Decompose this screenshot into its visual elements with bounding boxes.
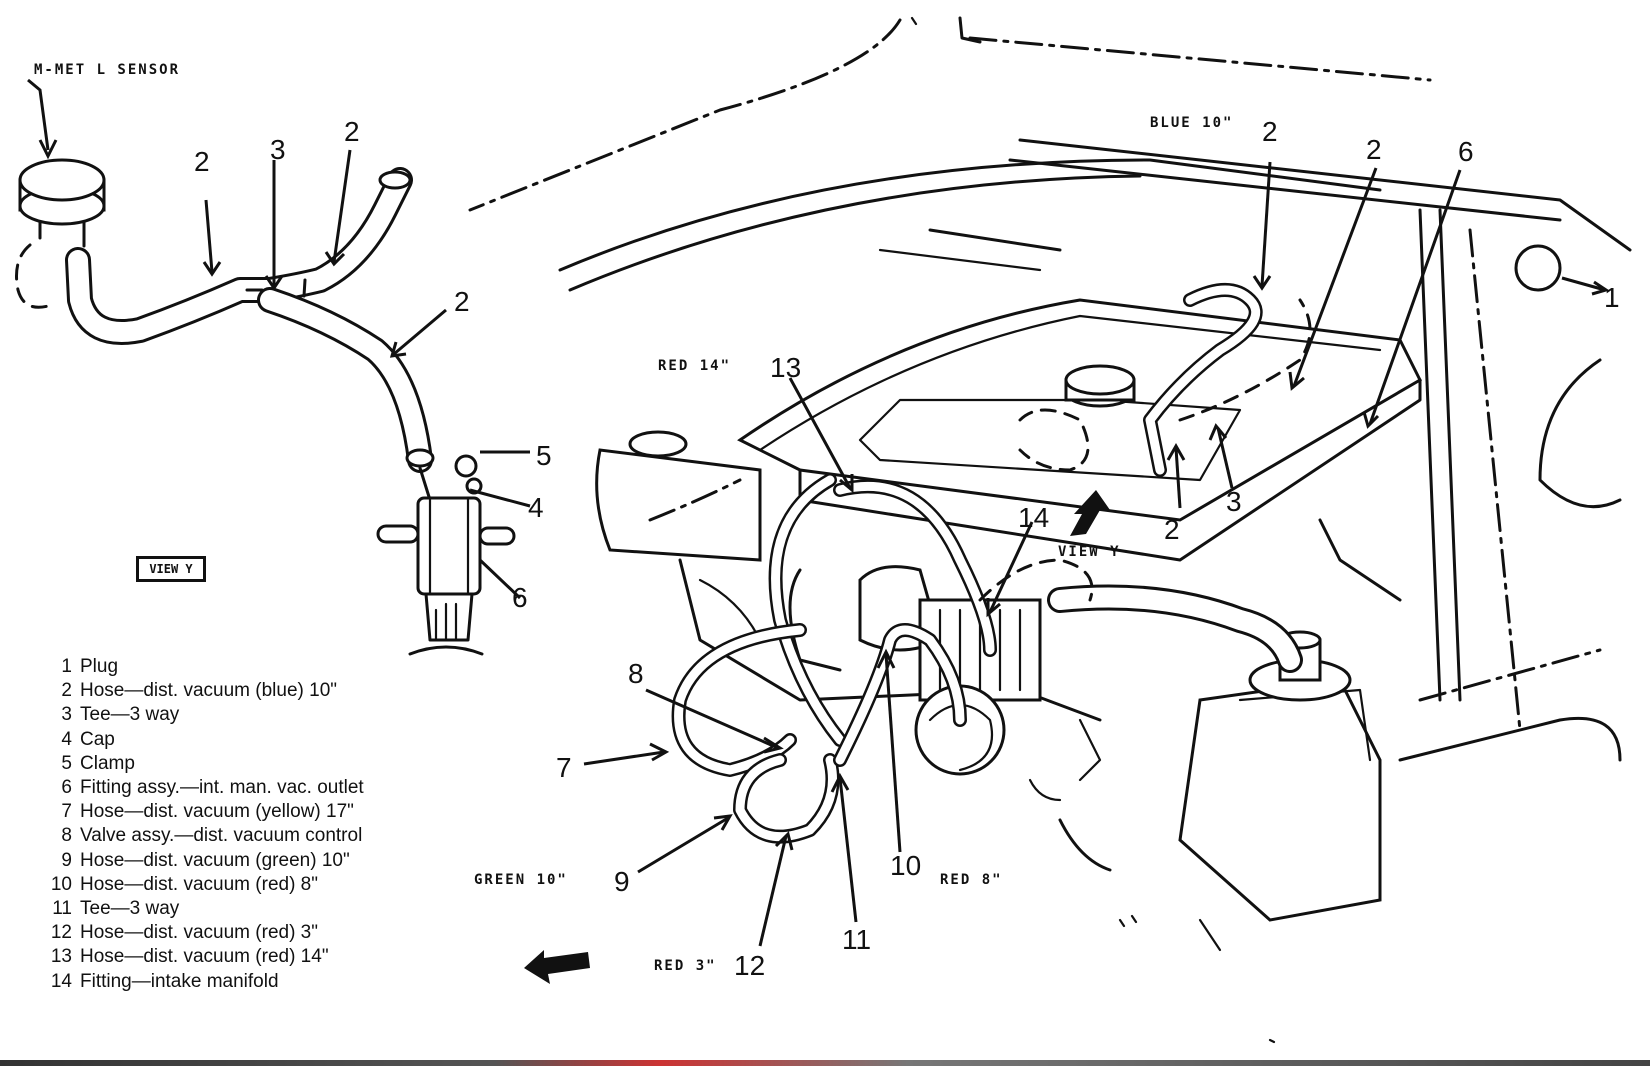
callout-7-hose-yellow: 7 — [556, 752, 572, 783]
front-arrow-icon — [524, 950, 590, 984]
callout-8-valve: 8 — [628, 658, 644, 689]
callout-3-tee-right: 3 — [1226, 486, 1242, 517]
sensor-detail — [15, 78, 106, 309]
diagram-specks — [910, 16, 1276, 1044]
callout-6-fitting: 6 — [512, 582, 528, 613]
callout-5-clamp: 5 — [536, 440, 552, 471]
callout-13-hose-red-14: 13 — [770, 352, 802, 383]
callout-11-tee: 11 — [842, 924, 872, 955]
callout-14-fitting: 14 — [1018, 502, 1050, 533]
view-y-label: VIEW Y — [1058, 544, 1121, 560]
tag-green-10: GREEN 10" — [474, 872, 568, 888]
view-y-box-label: VIEW Y — [136, 556, 206, 582]
hood-lines — [468, 16, 1632, 292]
callout-12-hose-red-3: 12 — [734, 950, 766, 981]
vacuum-booster — [1028, 584, 1622, 952]
bottom-edge-bar — [0, 1060, 1650, 1066]
tag-red-3: RED 3" — [654, 958, 717, 974]
callout-2-hose-left-a: 2 — [194, 146, 210, 177]
view-y-arrow-icon — [1070, 490, 1110, 536]
callout-4-cap: 4 — [528, 492, 544, 523]
air-cleaner — [737, 298, 1422, 602]
intake-fitting — [376, 450, 531, 656]
left-hose-assembly — [65, 167, 435, 473]
right-callout-arrows — [583, 161, 1462, 947]
callout-10-hose-red-8: 10 — [890, 850, 922, 881]
callout-2-right-b: 2 — [1366, 134, 1382, 165]
tag-red-8: RED 8" — [940, 872, 1003, 888]
callout-2-right-a: 2 — [1262, 116, 1278, 147]
fluid-reservoir — [595, 430, 762, 562]
engine-vacuum-hoses — [671, 283, 1263, 844]
callout-2-hose-left-b: 2 — [344, 116, 360, 147]
tag-red-14: RED 14" — [658, 358, 732, 374]
left-callout-arrows — [202, 149, 447, 358]
callout-6-right: 6 — [1458, 136, 1474, 167]
sensor-label: M-MET L SENSOR — [34, 62, 181, 78]
callout-1-plug: 1 — [1604, 282, 1620, 313]
tag-blue-10: BLUE 10" — [1150, 115, 1234, 131]
engine-block — [678, 558, 1102, 776]
callout-2-right-c: 2 — [1164, 514, 1180, 545]
callout-2-hose-left-c: 2 — [454, 286, 470, 317]
callout-3-tee-left: 3 — [270, 134, 286, 165]
radiator-support — [1418, 208, 1622, 732]
callout-9-hose-green: 9 — [614, 866, 630, 897]
